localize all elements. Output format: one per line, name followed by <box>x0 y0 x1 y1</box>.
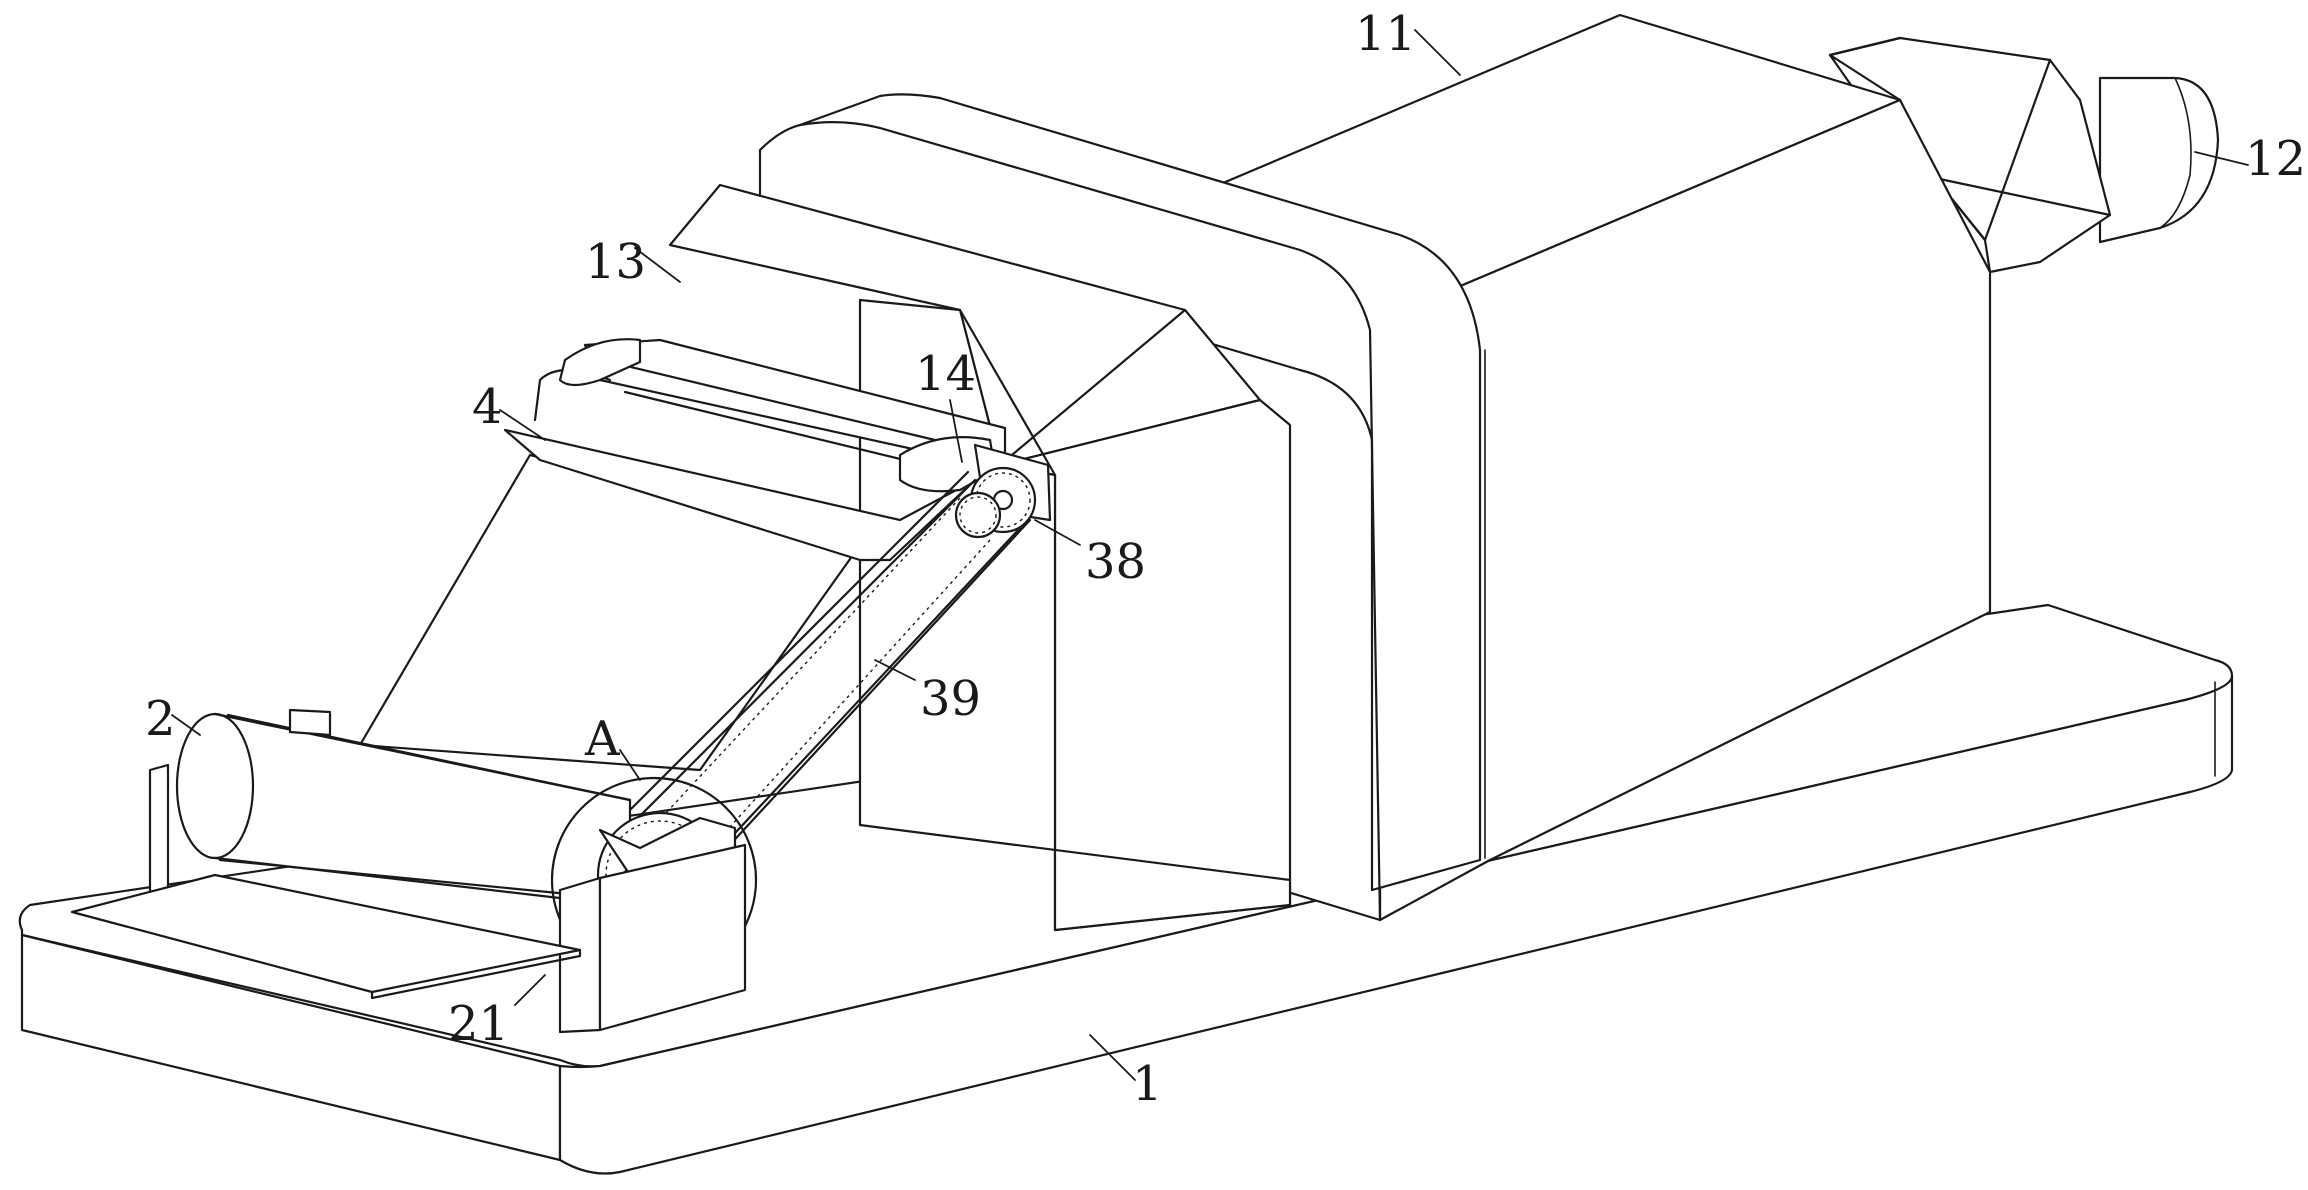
label-upper-sprocket: 38 <box>1085 534 1146 590</box>
label-outlet: 12 <box>2245 131 2306 187</box>
label-chain-belt: 39 <box>920 671 981 727</box>
reference-labels: 11 12 13 14 4 38 39 2 A 21 1 <box>145 6 2306 1112</box>
label-plate: 21 <box>448 996 509 1052</box>
label-housing: 11 <box>1355 6 1416 62</box>
collar-band <box>758 93 1482 922</box>
label-base: 1 <box>1132 1056 1163 1112</box>
hex-nut <box>1828 36 2112 274</box>
hopper <box>503 338 1007 562</box>
roller <box>175 712 632 907</box>
leader-lines <box>171 29 2249 1081</box>
label-hopper: 4 <box>472 379 503 435</box>
label-upper-box: 13 <box>585 234 646 290</box>
label-detail-a: A <box>584 711 621 767</box>
chain-belt <box>618 470 1032 894</box>
outlet-nozzle <box>2098 76 2220 244</box>
upper-sprocket <box>954 466 1037 539</box>
left-support <box>148 708 332 894</box>
bottom-plate <box>70 873 582 1000</box>
label-shaft: 14 <box>915 346 976 402</box>
label-roller: 2 <box>145 691 176 747</box>
